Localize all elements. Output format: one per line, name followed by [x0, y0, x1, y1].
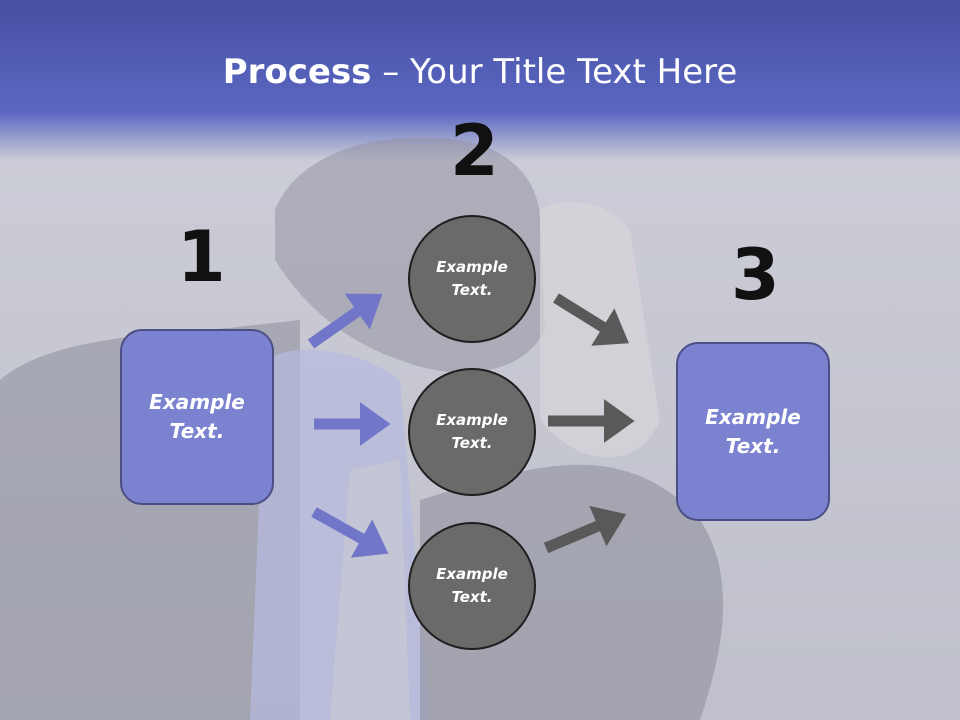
arrow-bottom-circle-to-box — [543, 505, 627, 554]
slide-title: Process – Your Title Text Here — [0, 52, 960, 92]
left-box-line-1: Example — [149, 390, 245, 414]
step-number-2: 2 — [450, 110, 499, 192]
middle-circle-line-1: Example — [436, 411, 508, 429]
top-circle-line-1: Example — [436, 258, 508, 276]
arrow-top-circle-to-box — [553, 293, 629, 346]
right-box-line-2: Text. — [725, 433, 781, 458]
step-number-3: 3 — [731, 234, 780, 316]
title-bold: Process — [222, 52, 372, 92]
arrow-box-to-bottom-circle — [311, 507, 389, 558]
title-rest: – Your Title Text Here — [371, 52, 738, 92]
bottom-circle-line-1: Example — [436, 565, 508, 583]
arrow-box-to-top-circle — [307, 293, 383, 349]
bottom-circle-line-2: Text. — [451, 588, 493, 606]
top-circle-line-2: Text. — [451, 281, 493, 299]
right-box-line-1: Example — [705, 404, 801, 429]
header-band — [0, 0, 960, 160]
left-box-line-2: Text. — [169, 419, 225, 443]
middle-circle-line-2: Text. — [451, 434, 493, 452]
step-number-1: 1 — [177, 216, 226, 298]
